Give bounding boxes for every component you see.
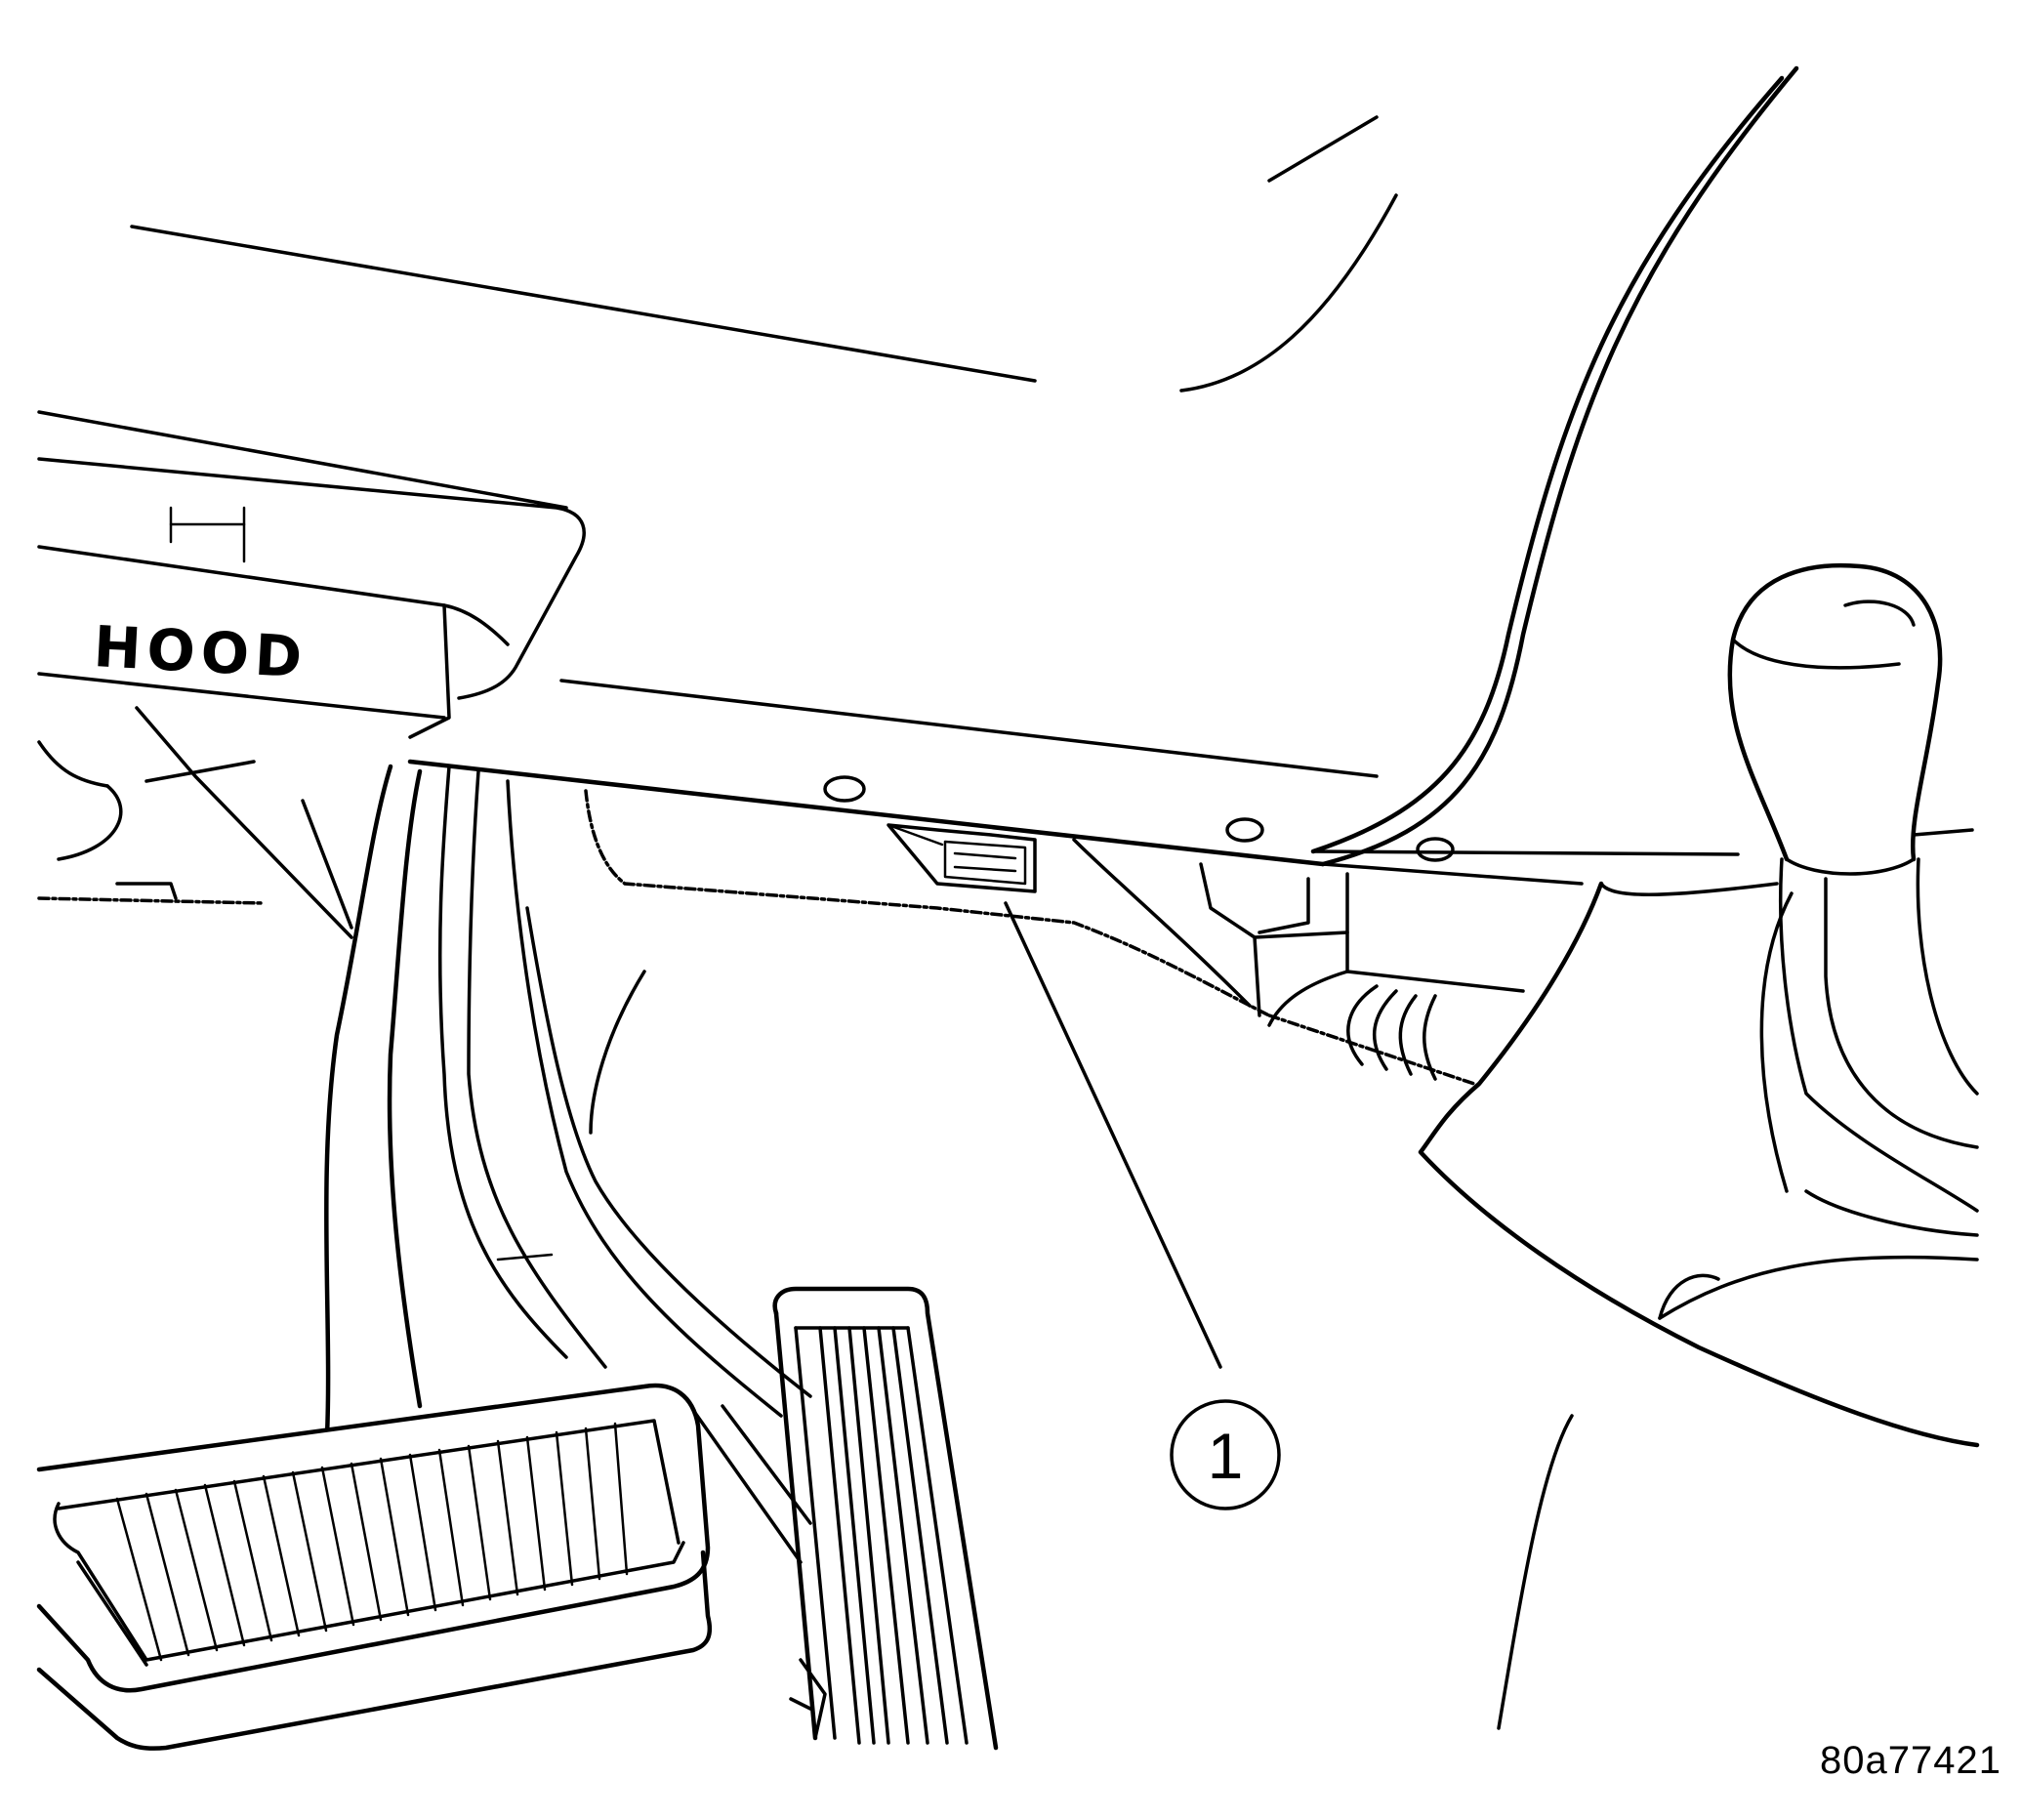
- left-kick-panel: [37, 706, 353, 939]
- console-edge: [1310, 65, 1974, 886]
- console-side: [1418, 881, 1980, 1730]
- underdash-module: [1072, 838, 1525, 1081]
- under-dash-edge: [584, 789, 1476, 1086]
- callout-1: 1: [1004, 901, 1281, 1510]
- brake-pad-ridges: [115, 1422, 629, 1662]
- accelerator-pedal: [772, 1286, 999, 1751]
- callout-number: 1: [1208, 1420, 1244, 1492]
- diagnostic-connector: [887, 823, 1037, 893]
- brake-pedal-arm: [323, 764, 812, 1564]
- figure-id: 80a77421: [1820, 1739, 2001, 1782]
- lower-dash-panel: [407, 679, 1455, 867]
- gear-shifter: [1727, 562, 1979, 1237]
- hood-label: HOOD: [92, 613, 309, 690]
- hood-release-handle: HOOD: [37, 457, 586, 739]
- dashboard-top: [37, 115, 1398, 510]
- brake-pedal-pad: [36, 1383, 713, 1751]
